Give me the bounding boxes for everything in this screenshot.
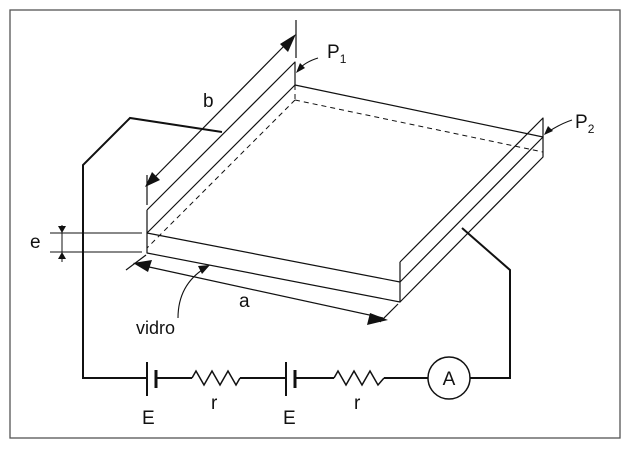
label-b: b (203, 91, 214, 112)
dimension-a (125, 254, 399, 325)
label-ammeter: A (443, 369, 456, 390)
glass-front-face (146, 233, 401, 303)
glass-top-face (146, 84, 544, 283)
dimension-b (145, 20, 297, 205)
figure-frame (9, 9, 621, 439)
label-battery-1: E (142, 408, 155, 429)
label-p2: P2 (575, 112, 595, 136)
label-resistor-2: r (354, 393, 361, 414)
plate-p1 (146, 61, 296, 233)
label-e: e (30, 232, 41, 253)
glass-hidden-edges (146, 85, 544, 249)
battery-1 (146, 362, 158, 396)
ammeter-circle (427, 356, 471, 400)
label-vidro: vidro (136, 318, 175, 338)
circuit-wires (82, 116, 511, 379)
resistor-2 (333, 369, 385, 387)
vidro-leader-arrow (177, 267, 206, 319)
battery-2 (285, 362, 297, 396)
label-resistor-1: r (211, 393, 218, 414)
vidro-leader-arrowhead (198, 265, 210, 274)
glass-right-face (399, 137, 544, 303)
p1-leader-arrowhead (296, 63, 305, 73)
dimension-e (50, 225, 142, 262)
label-p1: P1 (327, 42, 347, 66)
plate-p2 (399, 117, 544, 282)
p2-leader-arrowhead (544, 126, 553, 135)
resistor-1 (191, 369, 241, 387)
label-battery-2: E (283, 408, 296, 429)
label-a: a (239, 291, 250, 312)
